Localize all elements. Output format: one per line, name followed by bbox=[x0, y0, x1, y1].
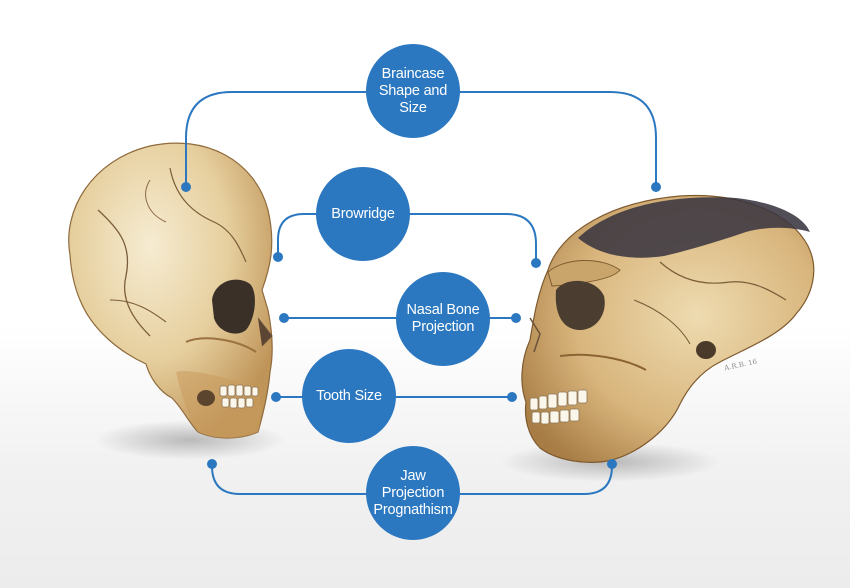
braincase-connector-right bbox=[459, 91, 657, 187]
nasal-bone-projection-node: Nasal Bone Projection bbox=[396, 272, 490, 366]
right-skull-illustration bbox=[521, 194, 815, 463]
jaw-connector-left bbox=[211, 463, 367, 495]
braincase-label-line-2: Shape and bbox=[378, 82, 448, 99]
browridge-connector-left bbox=[277, 213, 317, 257]
tooth-endpoint-right bbox=[507, 392, 517, 402]
tooth-endpoint-left bbox=[271, 392, 281, 402]
nasal-label-line-1: Nasal Bone bbox=[406, 302, 480, 318]
braincase-endpoint-left bbox=[181, 182, 191, 192]
browridge-label: Browridge bbox=[331, 205, 395, 222]
left-skull-illustration bbox=[68, 142, 273, 439]
braincase-shape-size-node: Braincase Shape and Size bbox=[366, 44, 460, 138]
braincase-label-line-1: Braincase bbox=[381, 65, 445, 82]
jaw-label-line-1: Jaw bbox=[400, 467, 426, 484]
braincase-endpoint-right bbox=[651, 182, 661, 192]
browridge-endpoint-left bbox=[273, 252, 283, 262]
nasal-label-line-2: Projection bbox=[411, 319, 475, 335]
tooth-size-node: Tooth Size bbox=[302, 349, 396, 443]
browridge-connector-right bbox=[409, 213, 537, 263]
braincase-label-line-3: Size bbox=[399, 99, 427, 116]
browridge-node: Browridge bbox=[316, 167, 410, 261]
jaw-endpoint-left bbox=[207, 459, 217, 469]
nasal-endpoint-right bbox=[511, 313, 521, 323]
jaw-label-line-2: Projection bbox=[381, 484, 445, 501]
browridge-endpoint-right bbox=[531, 258, 541, 268]
braincase-connector-left bbox=[185, 91, 367, 187]
jaw-endpoint-right bbox=[607, 459, 617, 469]
nasal-endpoint-left bbox=[279, 313, 289, 323]
jaw-label-line-3: Prognathism bbox=[373, 501, 453, 518]
tooth-label: Tooth Size bbox=[316, 387, 382, 404]
jaw-projection-prognathism-node: Jaw Projection Prognathism bbox=[366, 446, 460, 540]
